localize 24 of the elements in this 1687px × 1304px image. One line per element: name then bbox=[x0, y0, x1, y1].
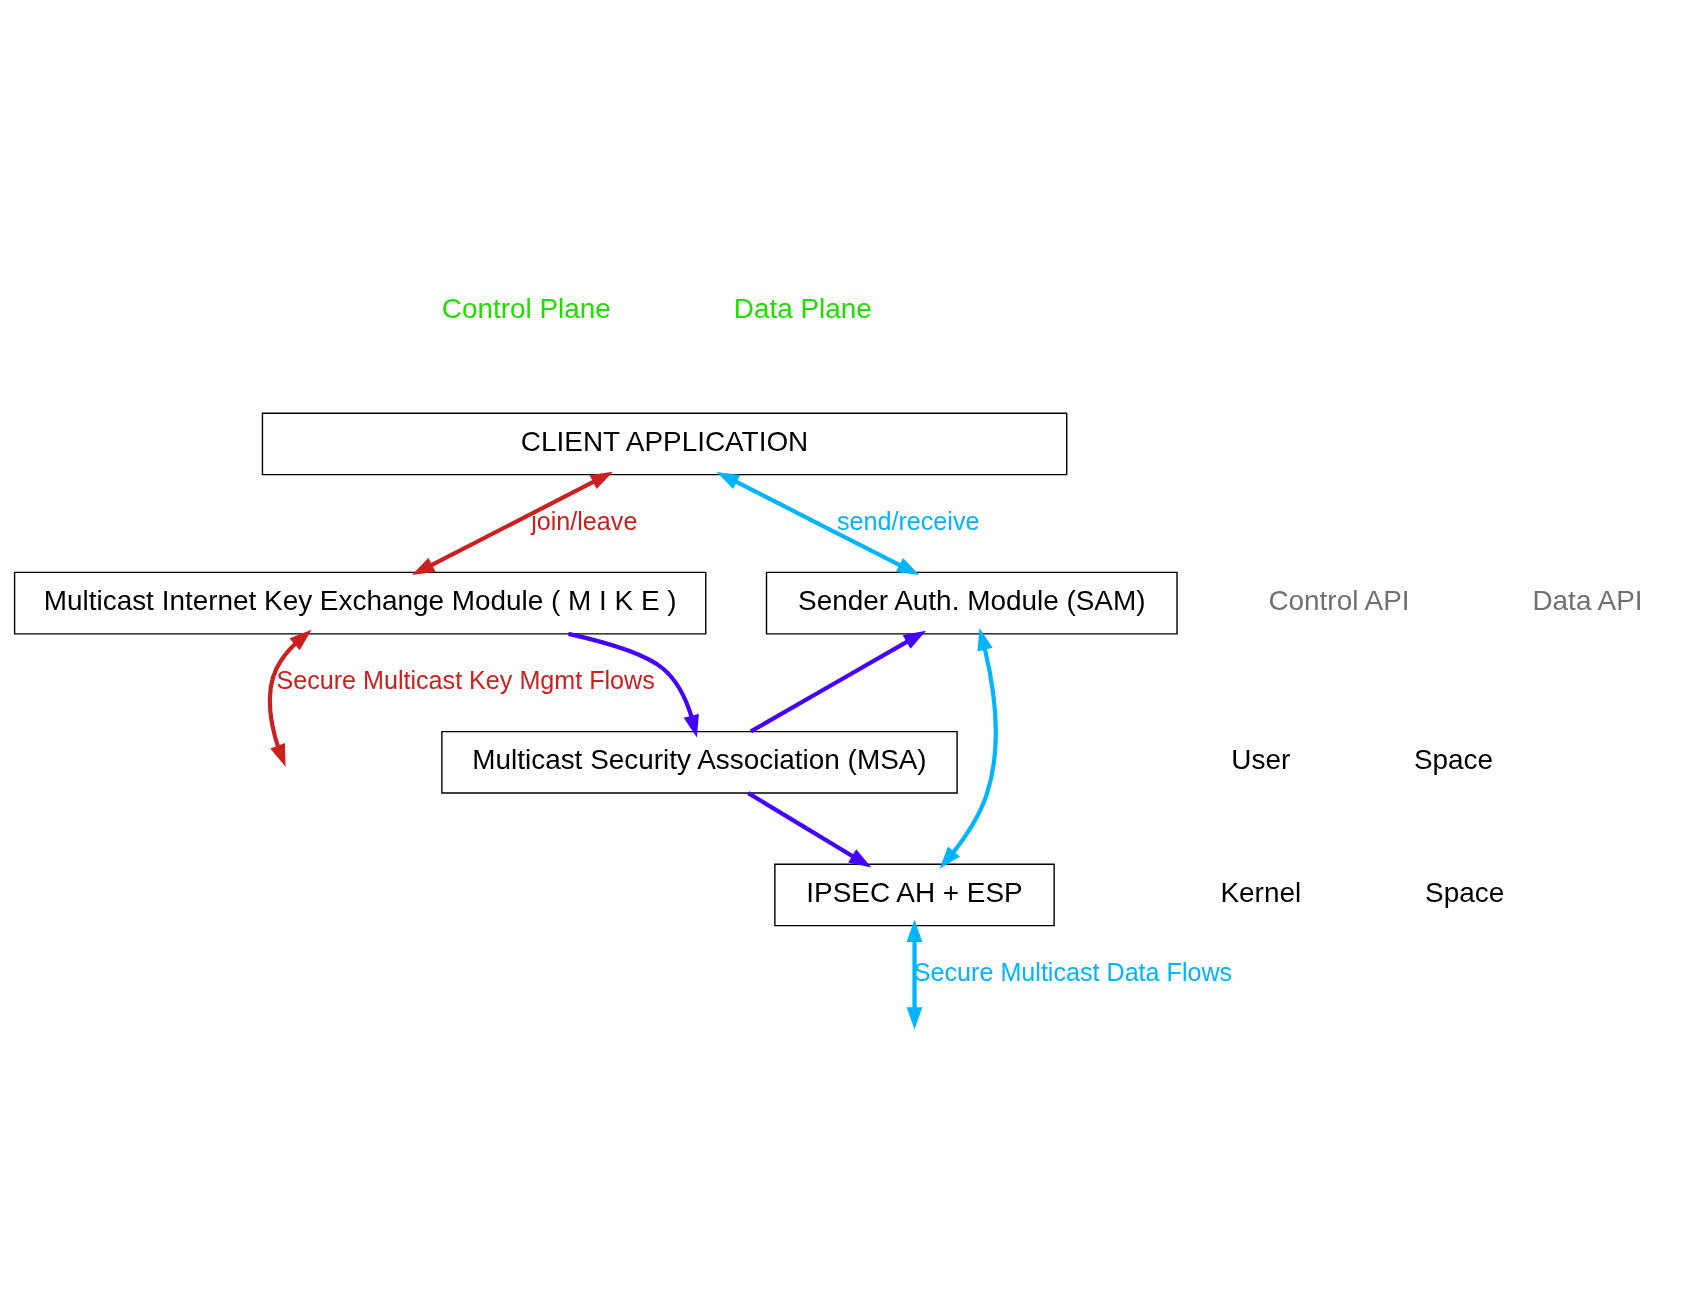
label: Control API bbox=[1267, 584, 1410, 616]
label: Space bbox=[1424, 876, 1504, 908]
arrow bbox=[746, 790, 871, 867]
arrow bbox=[749, 630, 926, 733]
arrow bbox=[716, 471, 919, 575]
edge-label: Secure Multicast Key Mgmt Flows bbox=[275, 665, 655, 694]
node-box: CLIENT APPLICATION bbox=[261, 412, 1067, 475]
edge-label: join/leave bbox=[530, 506, 637, 535]
node-box: Multicast Security Association (MSA) bbox=[440, 730, 958, 794]
arrow bbox=[267, 629, 312, 767]
node-box: Sender Auth. Module (SAM) bbox=[765, 571, 1178, 635]
arrow bbox=[411, 471, 613, 575]
arrow bbox=[906, 918, 922, 1030]
label: Space bbox=[1413, 743, 1493, 775]
label: Kernel bbox=[1219, 876, 1301, 908]
node-box: Multicast Internet Key Exchange Module ( M I K E ) bbox=[13, 571, 706, 635]
arrow bbox=[939, 627, 998, 869]
node-box: IPSEC AH + ESP bbox=[773, 863, 1055, 926]
label: User bbox=[1230, 743, 1290, 775]
arrow bbox=[567, 631, 699, 737]
edge-label: send/receive bbox=[836, 506, 979, 535]
label: Data API bbox=[1531, 584, 1643, 616]
label: Control Plane bbox=[441, 292, 611, 324]
label: Data Plane bbox=[733, 292, 872, 324]
